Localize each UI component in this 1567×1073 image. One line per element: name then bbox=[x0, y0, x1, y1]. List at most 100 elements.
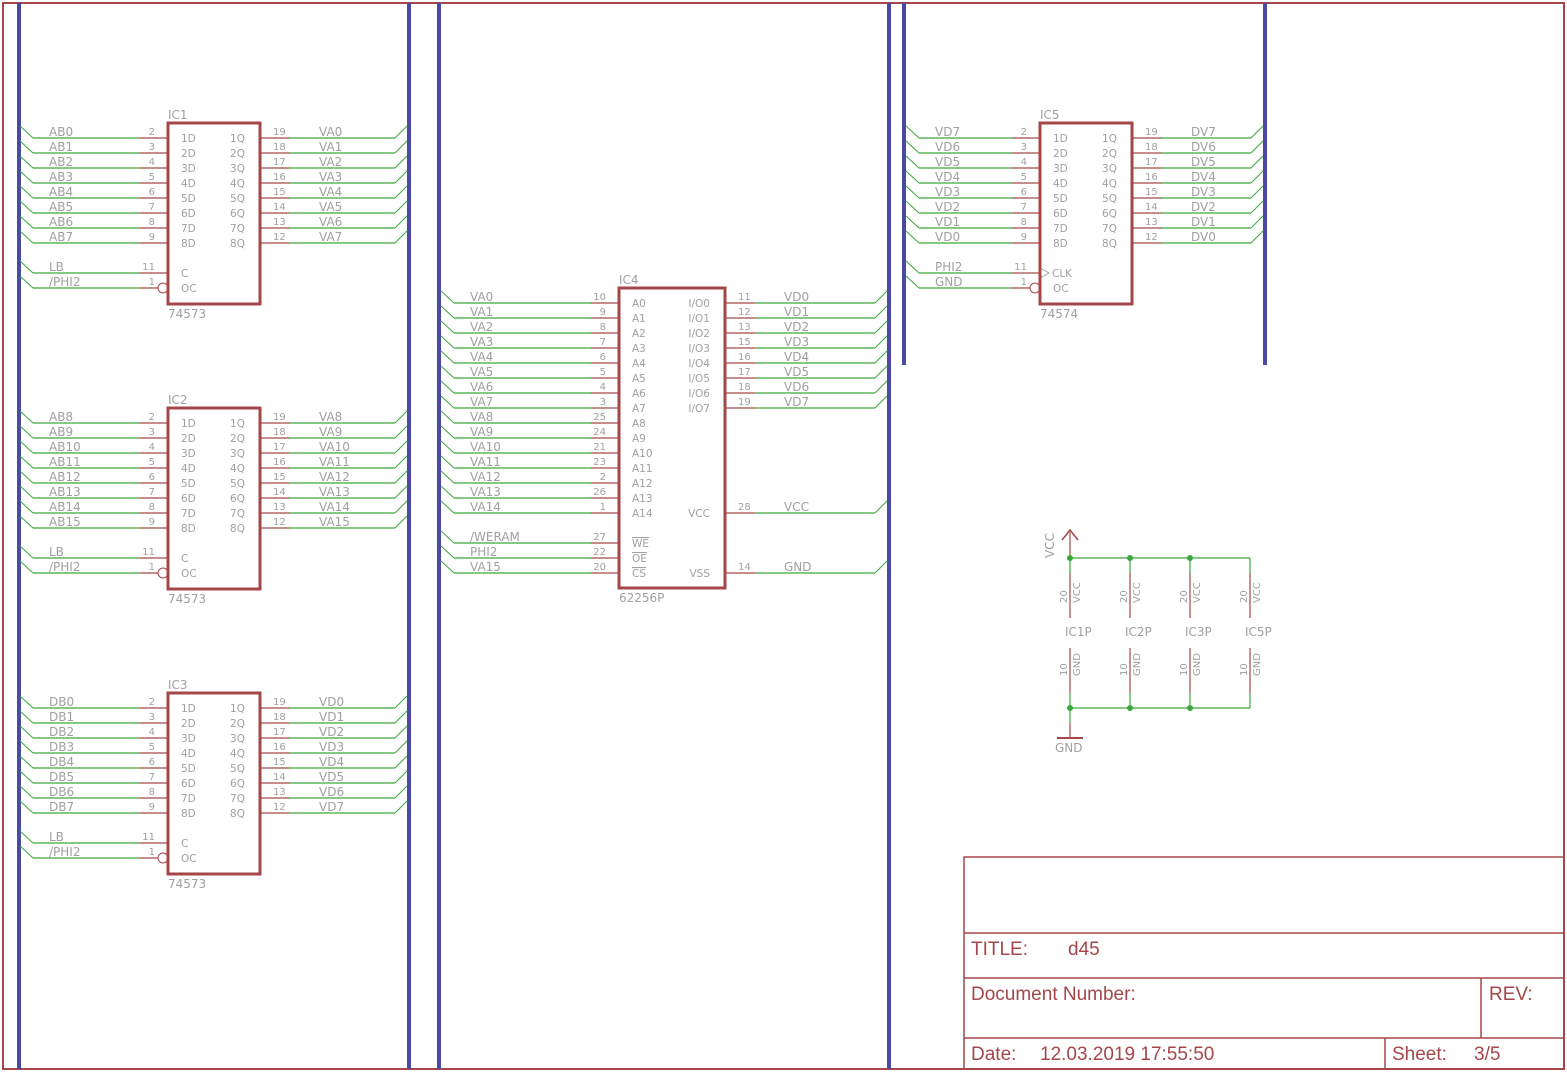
pin-name: 8D bbox=[181, 523, 196, 535]
net-label: LB bbox=[49, 260, 64, 274]
pin-number: 9 bbox=[600, 307, 606, 318]
net-label: AB11 bbox=[49, 455, 81, 469]
pin-name: 4Q bbox=[1102, 178, 1117, 190]
pin-number: 1 bbox=[1021, 277, 1027, 288]
pin-name: C bbox=[181, 838, 188, 850]
pin-number: 2 bbox=[1021, 127, 1027, 138]
ic-body bbox=[166, 406, 262, 591]
net-label: VA1 bbox=[319, 140, 342, 154]
ic-reference: IC4 bbox=[619, 273, 639, 287]
pin-number: 7 bbox=[149, 487, 155, 498]
bus-entry bbox=[440, 440, 455, 454]
pin-name: OC bbox=[181, 283, 197, 295]
date-value: 12.03.2019 17:55:50 bbox=[1040, 1044, 1214, 1065]
pin-name: A13 bbox=[632, 493, 653, 505]
net-label: AB10 bbox=[49, 440, 81, 454]
document-number-label: Document Number: bbox=[971, 984, 1136, 1005]
pin-name: 6Q bbox=[1102, 208, 1117, 220]
pin-name: 7D bbox=[181, 793, 196, 805]
net-label: AB8 bbox=[49, 410, 73, 424]
bus-entry bbox=[19, 260, 34, 274]
pin-name: 5Q bbox=[230, 193, 245, 205]
pin-number: 3 bbox=[149, 712, 155, 723]
pin-number: 12 bbox=[273, 517, 286, 528]
pin-number: 14 bbox=[738, 562, 751, 573]
vcc-label: VCC bbox=[1043, 533, 1057, 558]
bus-entry bbox=[874, 335, 888, 349]
pin-name: I/O0 bbox=[688, 298, 710, 310]
vcc-pin-number: 20 bbox=[1179, 590, 1190, 603]
pin-name: 2Q bbox=[230, 433, 245, 445]
net-label: DV5 bbox=[1191, 155, 1216, 169]
bus-entry bbox=[19, 515, 34, 529]
bus-entry bbox=[905, 155, 920, 169]
net-label: /PHI2 bbox=[49, 560, 80, 574]
pin-number: 12 bbox=[273, 232, 286, 243]
bus-entry bbox=[394, 425, 408, 439]
pin-name: 6Q bbox=[230, 208, 245, 220]
title-block bbox=[963, 856, 1565, 1070]
bus-entry bbox=[19, 755, 34, 769]
net-label: /PHI2 bbox=[49, 845, 80, 859]
ic-body bbox=[166, 121, 262, 306]
bus-entry bbox=[394, 740, 408, 754]
pin-number: 19 bbox=[273, 127, 286, 138]
gnd-pin-name: GND bbox=[1132, 653, 1143, 676]
net-label: VD6 bbox=[319, 785, 344, 799]
pin-number: 15 bbox=[273, 472, 286, 483]
net-label: VA8 bbox=[470, 410, 493, 424]
pin-name: 4D bbox=[181, 463, 196, 475]
pin-number: 11 bbox=[1014, 262, 1027, 273]
pin-name: 5Q bbox=[230, 763, 245, 775]
pin-number: 16 bbox=[273, 457, 286, 468]
pin-number: 13 bbox=[1145, 217, 1158, 228]
bus-entry bbox=[394, 785, 408, 799]
pin-number: 11 bbox=[142, 262, 155, 273]
pin-number: 16 bbox=[738, 352, 751, 363]
net-label: VD7 bbox=[935, 125, 960, 139]
net-label: VA13 bbox=[319, 485, 350, 499]
pin-name: 4D bbox=[181, 178, 196, 190]
pin-number: 11 bbox=[142, 547, 155, 558]
net-label: VA5 bbox=[470, 365, 493, 379]
pin-number: 3 bbox=[149, 427, 155, 438]
pin-name: 3D bbox=[181, 163, 196, 175]
pin-name: I/O3 bbox=[688, 343, 710, 355]
pin-number: 4 bbox=[149, 157, 155, 168]
pin-name: I/O5 bbox=[688, 373, 710, 385]
junction-dot bbox=[1187, 555, 1193, 561]
bus-entry bbox=[1250, 215, 1264, 229]
gnd-pin-name: GND bbox=[1252, 653, 1263, 676]
pin-number: 3 bbox=[600, 397, 606, 408]
bus-entry bbox=[394, 155, 408, 169]
pin-number: 8 bbox=[149, 217, 155, 228]
net-label: VD4 bbox=[784, 350, 809, 364]
bus-entry bbox=[394, 185, 408, 199]
net-label: VD5 bbox=[784, 365, 809, 379]
bus-entry bbox=[440, 305, 455, 319]
ic-reference: IC1 bbox=[168, 108, 188, 122]
bus-entry bbox=[394, 140, 408, 154]
pin-name: 5D bbox=[1053, 193, 1068, 205]
bus-entry bbox=[440, 485, 455, 499]
bus-entry bbox=[19, 425, 34, 439]
vcc-pin-name: VCC bbox=[1072, 582, 1083, 603]
pin-number: 1 bbox=[600, 502, 606, 513]
pin-name: 2D bbox=[181, 718, 196, 730]
net-label: DV6 bbox=[1191, 140, 1216, 154]
net-label: AB5 bbox=[49, 200, 73, 214]
bus-entry bbox=[19, 155, 34, 169]
pin-name: 7Q bbox=[1102, 223, 1117, 235]
bus-entry bbox=[19, 545, 34, 559]
net-label: VA6 bbox=[319, 215, 342, 229]
pin-number: 5 bbox=[1021, 172, 1027, 183]
junction-dot bbox=[1067, 555, 1073, 561]
vcc-pin-number: 20 bbox=[1119, 590, 1130, 603]
net-label: VD1 bbox=[319, 710, 344, 724]
net-label: VD5 bbox=[935, 155, 960, 169]
bus-entry bbox=[440, 350, 455, 364]
pin-name: A6 bbox=[632, 388, 646, 400]
ic-reference: IC2 bbox=[168, 393, 188, 407]
pin-name: VSS bbox=[689, 568, 710, 580]
